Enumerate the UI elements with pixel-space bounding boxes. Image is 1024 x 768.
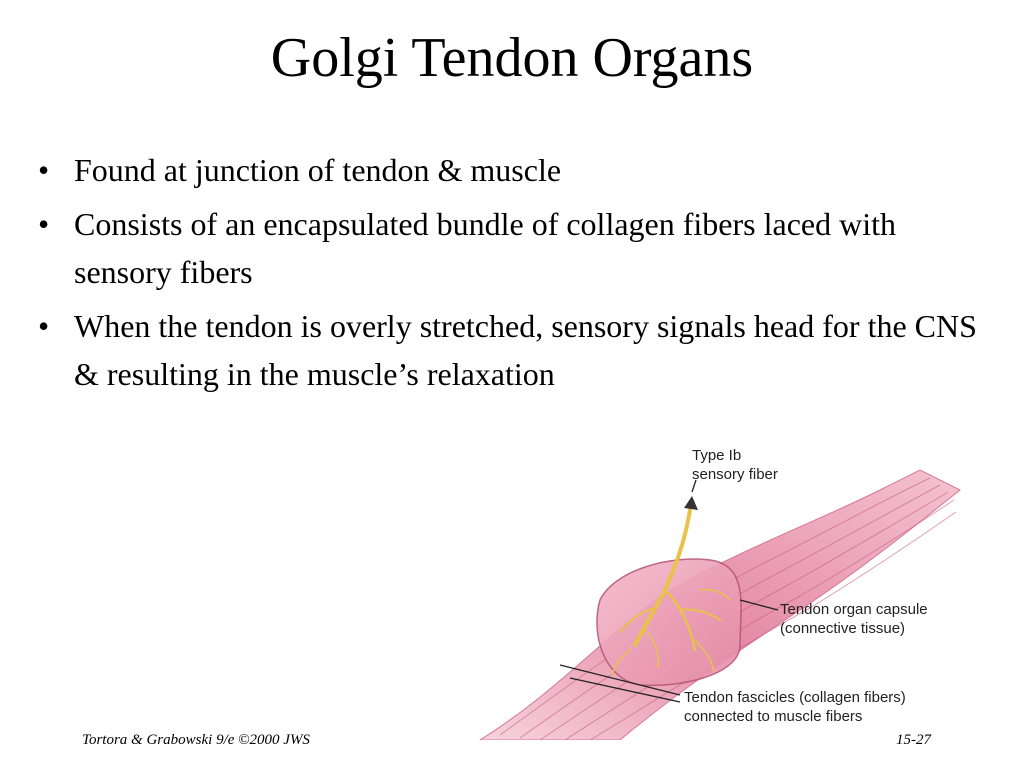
label-tendon-organ-capsule: Tendon organ capsule (connective tissue) — [780, 601, 928, 637]
label-sensory-fiber: Type Ib sensory fiber — [692, 447, 778, 483]
bullet-glyph: • — [38, 308, 50, 344]
tendon-muscle-diagram — [478, 469, 961, 741]
label-tendon-fascicles: Tendon fascicles (collagen fibers) conne… — [684, 689, 906, 725]
tendon-organ-capsule — [596, 558, 742, 687]
bullet-text: Consists of an encapsulated bundle of co… — [74, 206, 896, 290]
slide-title: Golgi Tendon Organs — [270, 27, 754, 89]
bullet-list: • Found at junction of tendon & muscle •… — [30, 146, 990, 404]
bullet-item: • Found at junction of tendon & muscle — [30, 146, 990, 194]
bullet-item: • When the tendon is overly stretched, s… — [30, 302, 990, 398]
bullet-text: Found at junction of tendon & muscle — [74, 152, 562, 188]
sensory-nerve-branches — [611, 508, 731, 676]
bullet-glyph: • — [38, 152, 50, 188]
bullet-text: When the tendon is overly stretched, sen… — [74, 308, 977, 392]
footer-slide-number: 15-27 — [896, 732, 931, 748]
signal-arrow-icon — [684, 496, 698, 510]
bullet-glyph: • — [38, 206, 50, 242]
muscle-fiber-striations — [499, 477, 957, 741]
footer-citation: Tortora & Grabowski 9/e ©2000 JWS — [82, 732, 310, 748]
leader-lines — [559, 479, 779, 703]
bullet-item: • Consists of an encapsulated bundle of … — [30, 200, 990, 296]
golgi-tendon-organ-illustration: Type Ib sensory fiber Tendon organ capsu… — [440, 440, 1024, 741]
